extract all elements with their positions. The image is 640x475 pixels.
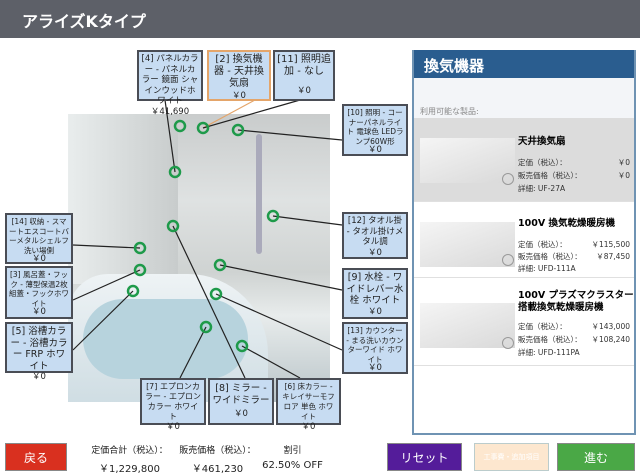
callout-label: [2] 換気機器 - 天井換気扇: [214, 54, 264, 89]
callout-price: ￥0: [232, 91, 246, 101]
callout-6[interactable]: [6] 床カラー - キレイサーモフロア 単色 ホワイト￥0: [276, 378, 341, 432]
extra-items-button[interactable]: 工事費・追加項目: [474, 443, 549, 471]
product-image: [420, 138, 515, 183]
sale-price-label: 販売価格（税込）：: [518, 252, 582, 261]
callout-14[interactable]: [14] 収納 - スマートエスコートバーメタルシェルフ 洗い場側￥0: [5, 213, 73, 264]
page-title: アライズKタイプ: [22, 12, 146, 31]
discount: 割引 62.50% OFF: [250, 443, 335, 471]
callout-label: [11] 照明追加 - なし: [277, 54, 331, 77]
callout-price: ￥0: [234, 409, 248, 420]
callout-price: ￥0: [301, 422, 316, 432]
product-name: 100V プラズマクラスター搭載換気乾燥暖房機: [518, 290, 634, 313]
list-price: ￥115,500: [591, 240, 630, 249]
sale-price: ￥87,450: [596, 252, 630, 261]
callout-label: [10] 照明 - コーナーパネルライト 電球色 LEDランプ60W形: [346, 108, 404, 146]
callout-3[interactable]: [3] 風呂蓋・フック - 薄型保温2枚組蓋・フックホワイト￥0: [5, 266, 73, 319]
callout-8[interactable]: [8] ミラー - ワイドミラー ￥0: [208, 378, 274, 425]
product-item[interactable]: 100V プラズマクラスター搭載換気乾燥暖房機 定価（税込）：￥143,000 …: [414, 278, 634, 366]
callout-12[interactable]: [12] タオル掛 - タオル掛けメタル調￥0: [342, 212, 408, 259]
reset-button[interactable]: リセット: [387, 443, 462, 471]
product-image: [420, 222, 515, 267]
callout-price: ￥0: [32, 307, 46, 317]
product-panel: 換気機器 利用可能な製品: 天井換気扇 定価（税込）： ￥0 販売価格（税込）： ￥…: [412, 50, 636, 435]
callout-10[interactable]: [10] 照明 - コーナーパネルライト 電球色 LEDランプ60W形￥0: [342, 104, 408, 156]
callout-label: [5] 浴槽カラー - 浴槽カラー FRP ホワイト: [10, 326, 68, 372]
callout-price: ￥0: [368, 247, 382, 258]
available-label: 利用可能な製品:: [414, 78, 634, 118]
list-total-value: ￥1,229,800: [99, 464, 160, 475]
callout-label: [4] パネルカラー - パネルカラー 鏡面 シャインウッドホワイト: [141, 54, 199, 106]
callout-4[interactable]: [4] パネルカラー - パネルカラー 鏡面 シャインウッドホワイト￥41,69…: [137, 50, 203, 117]
sale-price: ￥108,240: [591, 335, 630, 344]
list-price: ￥143,000: [591, 322, 630, 331]
callout-label: [8] ミラー - ワイドミラー: [212, 382, 270, 406]
sale-total-value: ￥461,230: [191, 464, 244, 475]
callout-9[interactable]: [9] 水栓 - ワイドレバー水栓 ホワイト￥0: [342, 268, 408, 319]
zoom-icon[interactable]: [502, 337, 514, 349]
callout-label: [13] カウンター - まる洗いカウンターワイド ホワイト: [346, 326, 404, 364]
list-price-label: 定価（税込）：: [518, 240, 567, 249]
callout-label: [14] 収納 - スマートエスコートバーメタルシェルフ 洗い場側: [9, 217, 69, 255]
sale-price-label: 販売価格（税込）：: [518, 171, 582, 180]
callout-price: ￥0: [166, 422, 180, 432]
product-name: 天井換気扇: [518, 136, 566, 147]
callout-label: [6] 床カラー - キレイサーモフロア 単色 ホワイト: [282, 382, 335, 421]
list-total-label: 定価合計（税込）：: [91, 446, 168, 456]
product-detail[interactable]: 詳細: UFD-111PA: [518, 348, 580, 357]
list-price: ￥0: [617, 158, 630, 167]
panel-title: 換気機器: [414, 50, 634, 78]
product-item[interactable]: 天井換気扇 定価（税込）： ￥0 販売価格（税込）： ￥0 詳細: UF-27A: [414, 118, 634, 202]
callout-2[interactable]: [2] 換気機器 - 天井換気扇 ￥0: [207, 50, 271, 101]
product-item[interactable]: 100V 換気乾燥暖房機 定価（税込）： ￥115,500 販売価格（税込）： ￥8…: [414, 202, 634, 278]
callout-price: ￥0: [32, 372, 46, 382]
discount-label: 割引: [283, 446, 302, 456]
product-image: [420, 303, 515, 348]
next-button[interactable]: 進む: [557, 443, 635, 471]
discount-value: 62.50% OFF: [262, 460, 323, 471]
header: アライズKタイプ: [0, 0, 640, 38]
callout-price: ￥0: [297, 86, 311, 96]
callout-price: ￥41,690: [150, 106, 190, 117]
zoom-icon[interactable]: [502, 173, 514, 185]
callout-label: [3] 風呂蓋・フック - 薄型保温2枚組蓋・フックホワイト: [9, 270, 69, 308]
callout-price: ￥0: [368, 306, 382, 317]
callout-11[interactable]: [11] 照明追加 - なし ￥0: [273, 50, 335, 101]
callout-7[interactable]: [7] エプロンカラー - エプロンカラー ホワイト￥0: [140, 378, 206, 432]
callout-label: [12] タオル掛 - タオル掛けメタル調: [346, 216, 404, 247]
callout-price: ￥0: [368, 145, 382, 155]
list-price-label: 定価（税込）：: [518, 322, 567, 331]
sale-total-label: 販売価格（税込）：: [179, 446, 256, 456]
sale-price-label: 販売価格（税込）：: [518, 335, 582, 344]
sale-price: ￥0: [617, 171, 630, 180]
callout-price: ￥0: [32, 254, 46, 264]
callout-label: [7] エプロンカラー - エプロンカラー ホワイト: [145, 382, 201, 421]
product-name: 100V 換気乾燥暖房機: [518, 218, 615, 229]
callout-5[interactable]: [5] 浴槽カラー - 浴槽カラー FRP ホワイト￥0: [5, 322, 73, 382]
product-detail[interactable]: 詳細: UFD-111A: [518, 264, 576, 273]
list-price-label: 定価（税込）：: [518, 158, 567, 167]
callout-13[interactable]: [13] カウンター - まる洗いカウンターワイド ホワイト￥0: [342, 322, 408, 374]
callout-price: ￥0: [368, 363, 382, 373]
zoom-icon[interactable]: [502, 254, 514, 266]
sale-total: 販売価格（税込）： ￥461,230: [170, 443, 265, 475]
back-button[interactable]: 戻る: [5, 443, 67, 471]
list-total: 定価合計（税込）： ￥1,229,800: [82, 443, 177, 475]
callout-label: [9] 水栓 - ワイドレバー水栓 ホワイト: [346, 272, 404, 306]
product-detail[interactable]: 詳細: UF-27A: [518, 184, 566, 193]
